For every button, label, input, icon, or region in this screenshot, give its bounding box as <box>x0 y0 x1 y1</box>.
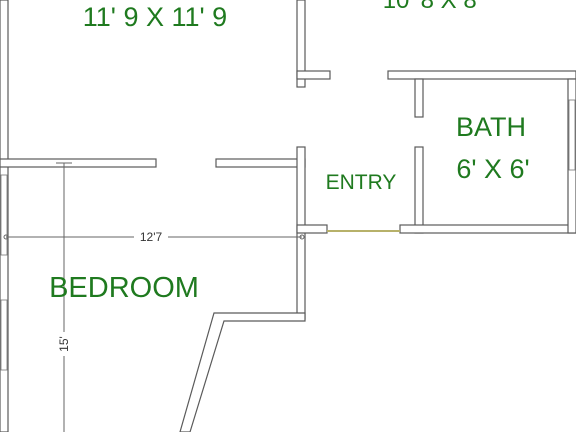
bath-window <box>568 99 576 171</box>
left-window <box>0 174 8 256</box>
entry-label: ENTRY <box>326 171 397 194</box>
width-dimension-left-tick <box>3 234 9 240</box>
length-dimension-label-bg <box>56 332 72 356</box>
bedroom-label: BEDROOM <box>49 272 199 304</box>
bath-left-wall <box>414 78 424 118</box>
bedroom-top-wall-right <box>215 158 306 168</box>
bath-name: BATH <box>456 112 526 142</box>
room-top-right-size: 10' 8 X 8' <box>383 0 482 14</box>
angled-wall <box>179 312 306 432</box>
bath-left-wall-lower <box>414 146 424 234</box>
entry-return-wall <box>296 224 328 234</box>
bedroom-length-dimension: 15' <box>57 336 71 352</box>
width-dimension-label-bg <box>134 229 168 244</box>
top-right-room-bottom-wall <box>387 70 576 80</box>
bath-size: 6' X 6' <box>456 154 529 184</box>
bath-bottom-wall <box>399 224 576 234</box>
closet-nib-top <box>296 70 331 80</box>
bedroom-top-wall-left <box>0 158 157 168</box>
center-vertical-wall-top <box>296 0 306 88</box>
bedroom-width-dimension: 12'7 <box>140 230 163 244</box>
room-top-left-size: 11' 9 X 11' 9 <box>83 2 227 32</box>
width-dimension-right-tick <box>299 234 305 240</box>
left-window-lower <box>0 299 8 371</box>
